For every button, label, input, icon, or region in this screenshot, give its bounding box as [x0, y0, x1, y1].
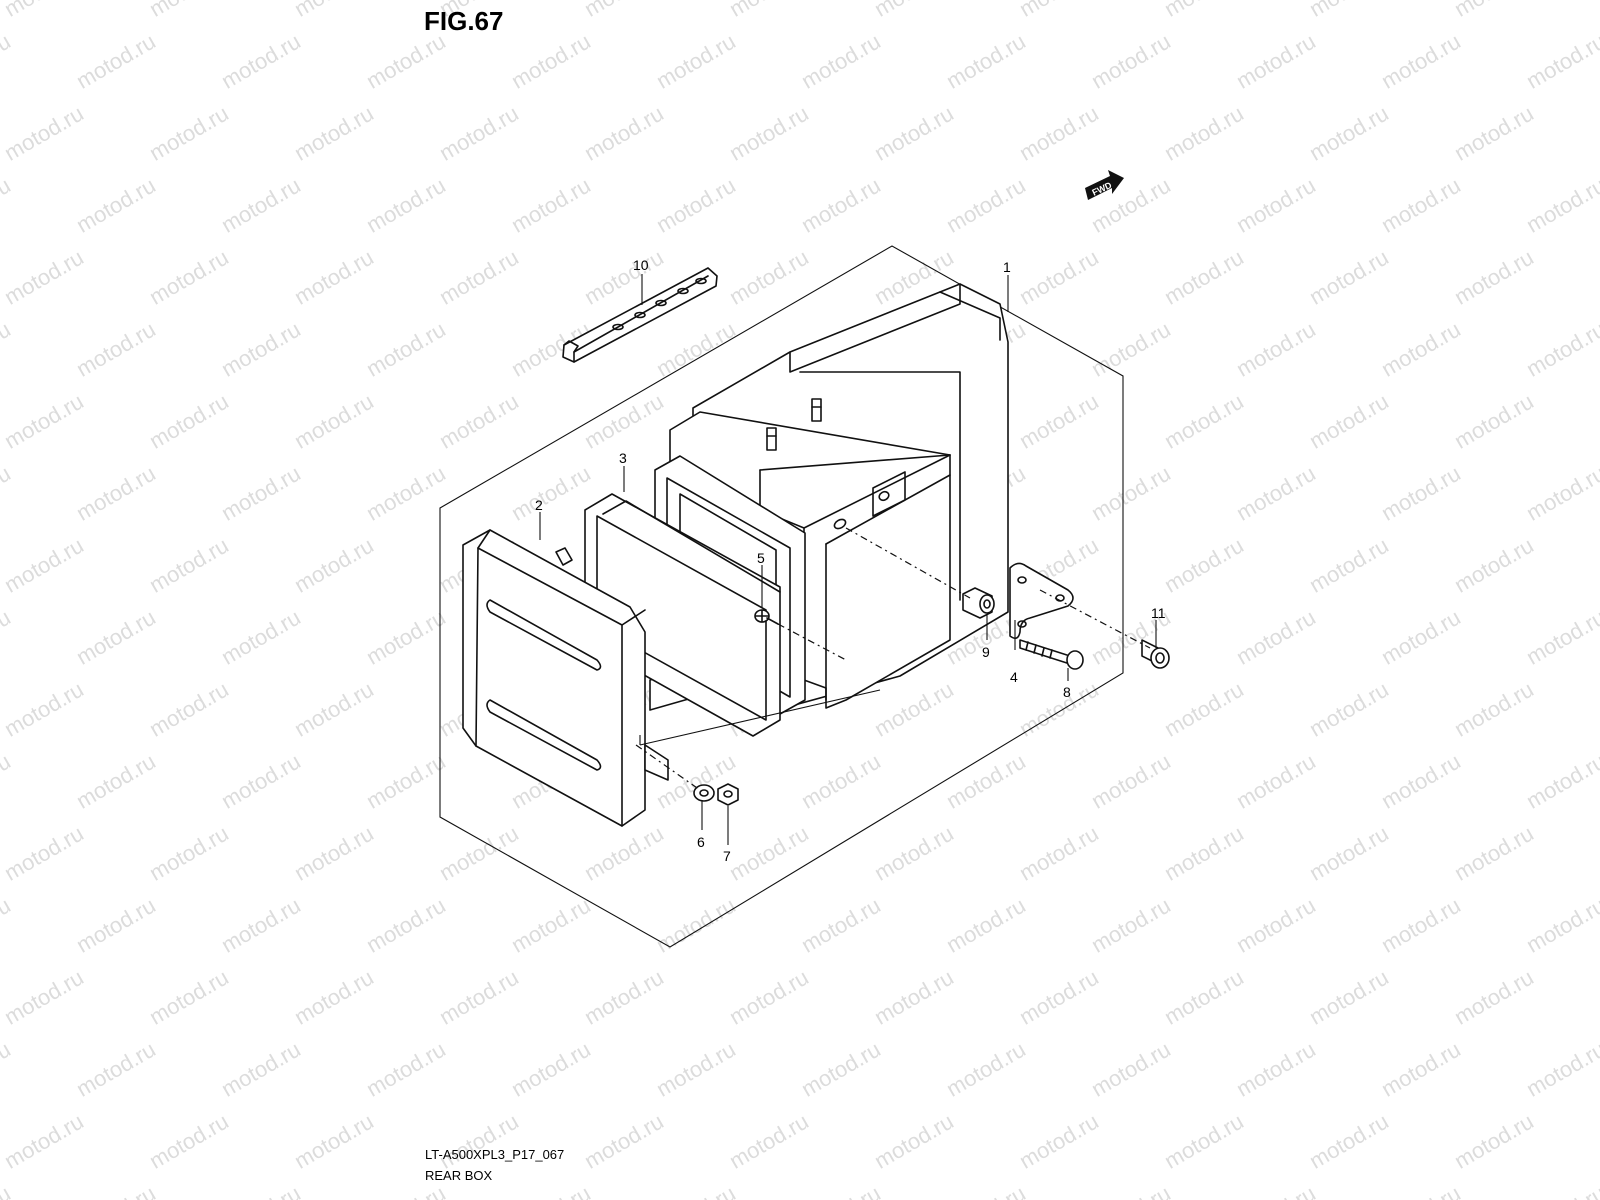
callout-3: 3	[619, 450, 627, 466]
part-6-washer	[693, 784, 715, 802]
callout-11: 11	[1151, 605, 1166, 621]
centerline-bracket	[1039, 589, 1151, 649]
figure-title: FIG.67	[424, 6, 504, 36]
callout-5: 5	[757, 550, 765, 566]
leader-lines	[539, 274, 1157, 845]
part-4-bracket	[1009, 562, 1074, 640]
assembly-boundary	[439, 245, 1124, 948]
callout-4: 4	[1010, 669, 1018, 685]
part-10-strap	[562, 267, 718, 363]
part-9-grommet	[962, 587, 995, 619]
drawing-code: LT-A500XPL3_P17_067	[425, 1147, 565, 1162]
fwd-arrow-icon: FWD	[1085, 170, 1124, 200]
callout-9: 9	[982, 644, 990, 660]
callout-2: 2	[535, 497, 543, 513]
callout-1: 1	[1003, 259, 1011, 275]
callout-8: 8	[1063, 684, 1071, 700]
centerline-lid-latch	[635, 744, 701, 791]
centerline-side	[845, 527, 971, 599]
callout-6: 6	[697, 834, 705, 850]
drawing-name: REAR BOX	[425, 1168, 493, 1183]
guide-line-lid	[639, 689, 881, 746]
part-7-nut	[717, 783, 739, 806]
part-8-bolt	[1019, 639, 1084, 670]
centerline-screw	[777, 623, 847, 661]
callout-10: 10	[633, 257, 649, 273]
part-2-lid	[462, 529, 669, 827]
part-5-screw	[754, 609, 779, 625]
callout-7: 7	[723, 848, 731, 864]
